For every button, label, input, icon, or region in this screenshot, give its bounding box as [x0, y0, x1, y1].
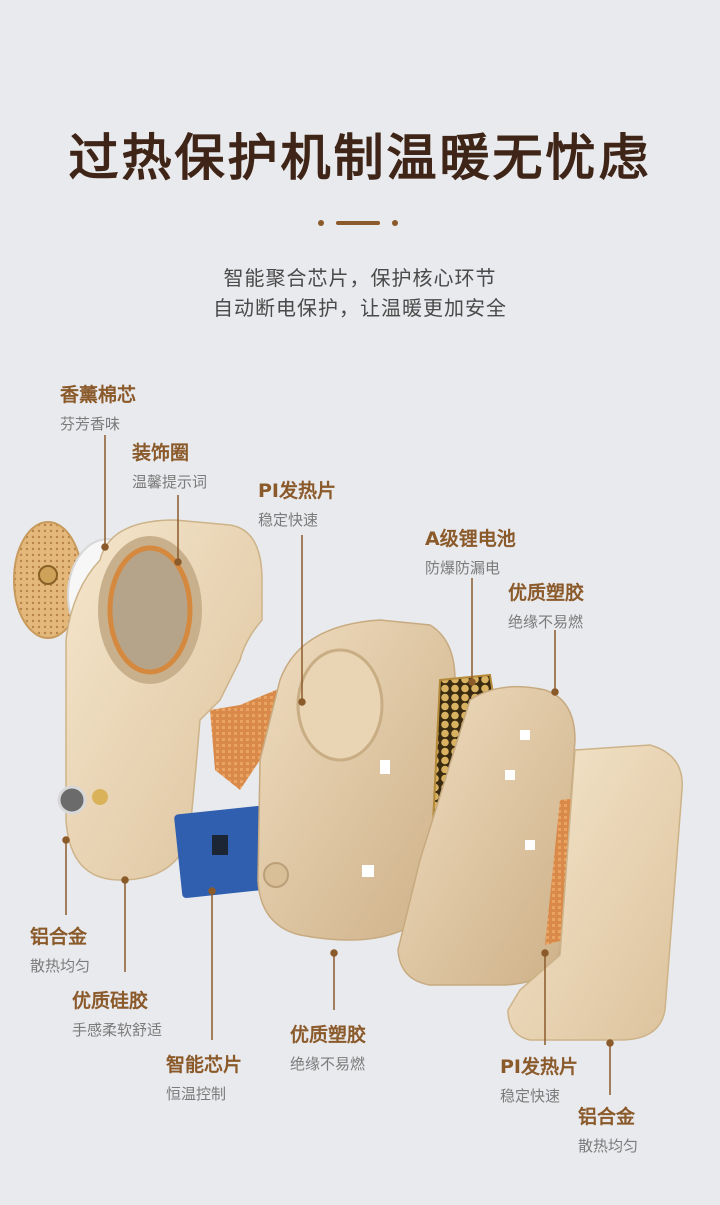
middle-shell-part [257, 619, 456, 941]
front-shell-part [57, 519, 263, 881]
aroma-core-part [13, 521, 83, 639]
chip-part [174, 806, 270, 898]
alloy-back-part [507, 744, 683, 1041]
title-divider [318, 218, 398, 228]
subtitle-line-2: 自动断电保护，让温暖更加安全 [213, 296, 507, 320]
label-plastic-bottom: 优质塑胶 绝缘不易燃 [290, 1024, 367, 1073]
label-alloy-right: 铝合金 散热均匀 [578, 1106, 639, 1155]
label-chip: 智能芯片 恒温控制 [166, 1054, 243, 1103]
label-alloy-left: 铝合金 散热均匀 [30, 926, 91, 975]
leader-lines [62, 435, 614, 1095]
label-pi-heater-bottom: PI发热片 稳定快速 [500, 1056, 578, 1105]
label-silicone: 优质硅胶 手感柔软舒适 [72, 990, 163, 1039]
label-pi-heater-top: PI发热片 稳定快速 [258, 480, 336, 529]
label-battery: A级锂电池 防爆防漏电 [425, 528, 516, 577]
subtitle-line-1: 智能聚合芯片，保护核心环节 [223, 266, 497, 290]
label-decor-ring: 装饰圈 温馨提示词 [132, 442, 208, 491]
label-aroma-core: 香薰棉芯 芬芳香味 [60, 384, 137, 433]
label-plastic-top: 优质塑胶 绝缘不易燃 [508, 582, 585, 631]
page-title: 过热保护机制温暖无忧虑 [68, 129, 652, 187]
